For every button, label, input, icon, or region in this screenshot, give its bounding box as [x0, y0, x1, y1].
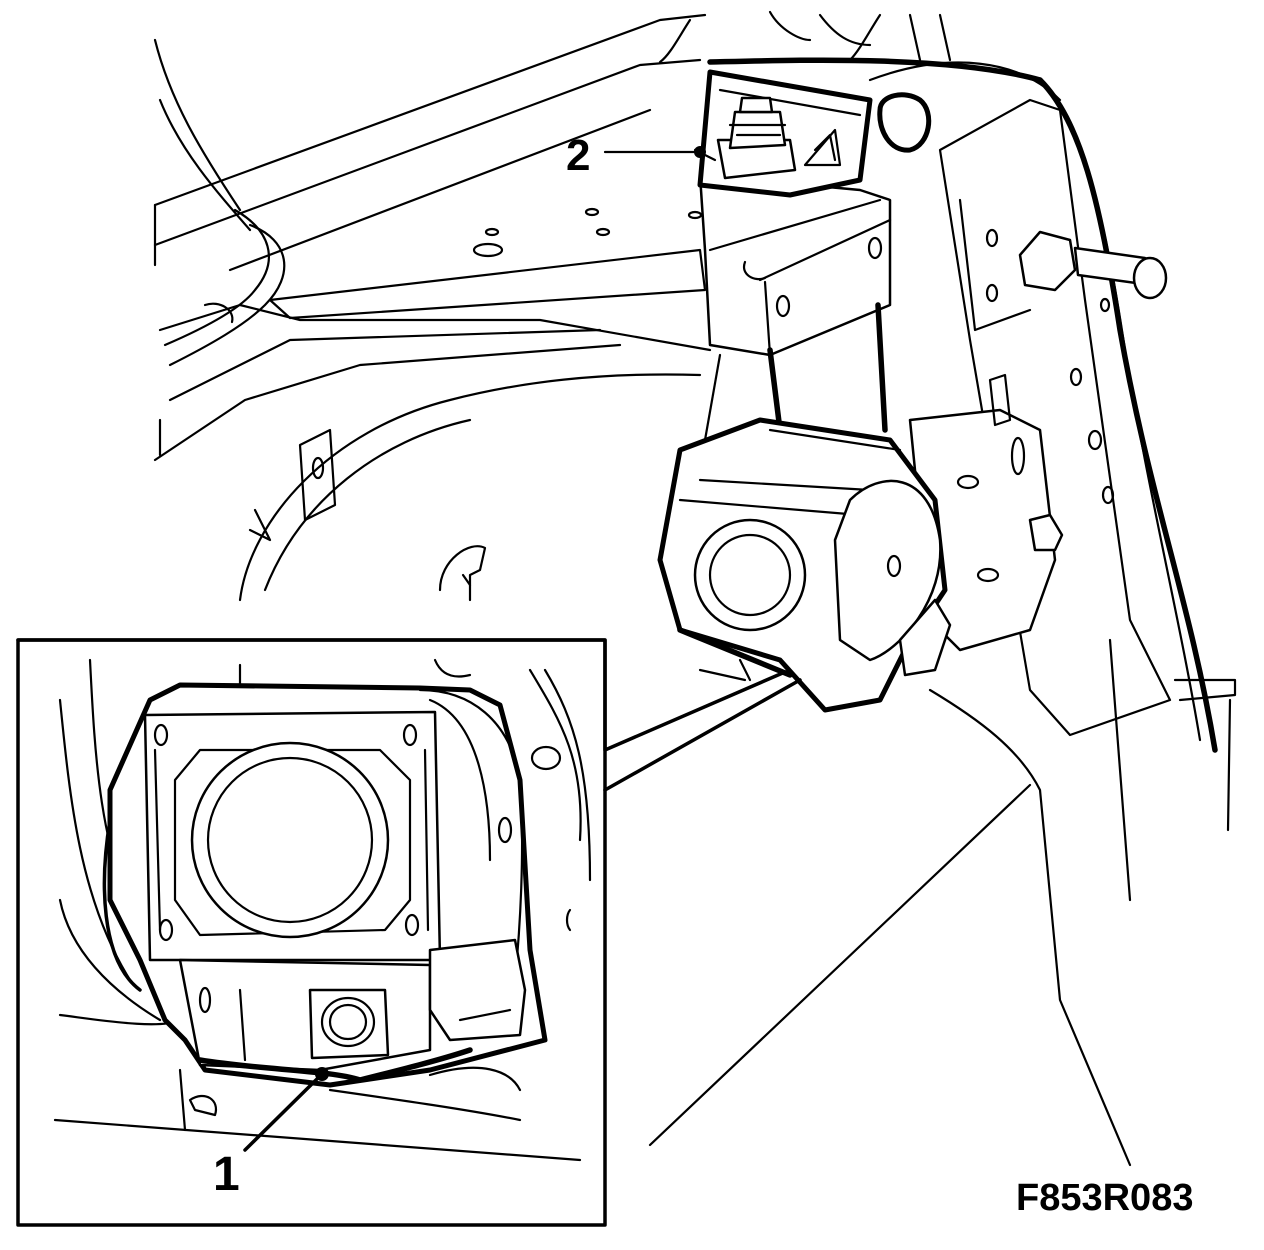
callout-1-label: 1: [213, 1148, 240, 1201]
body-structure: [153, 10, 1237, 1167]
belt-retractor: [657, 302, 1064, 713]
detail-inset: [16, 638, 802, 1227]
callout-leaders: [243, 146, 706, 1152]
callout-2-label: 2: [566, 131, 590, 180]
figure-code: F853R083: [1016, 1177, 1193, 1219]
mounting-bracket: [472, 57, 1168, 357]
